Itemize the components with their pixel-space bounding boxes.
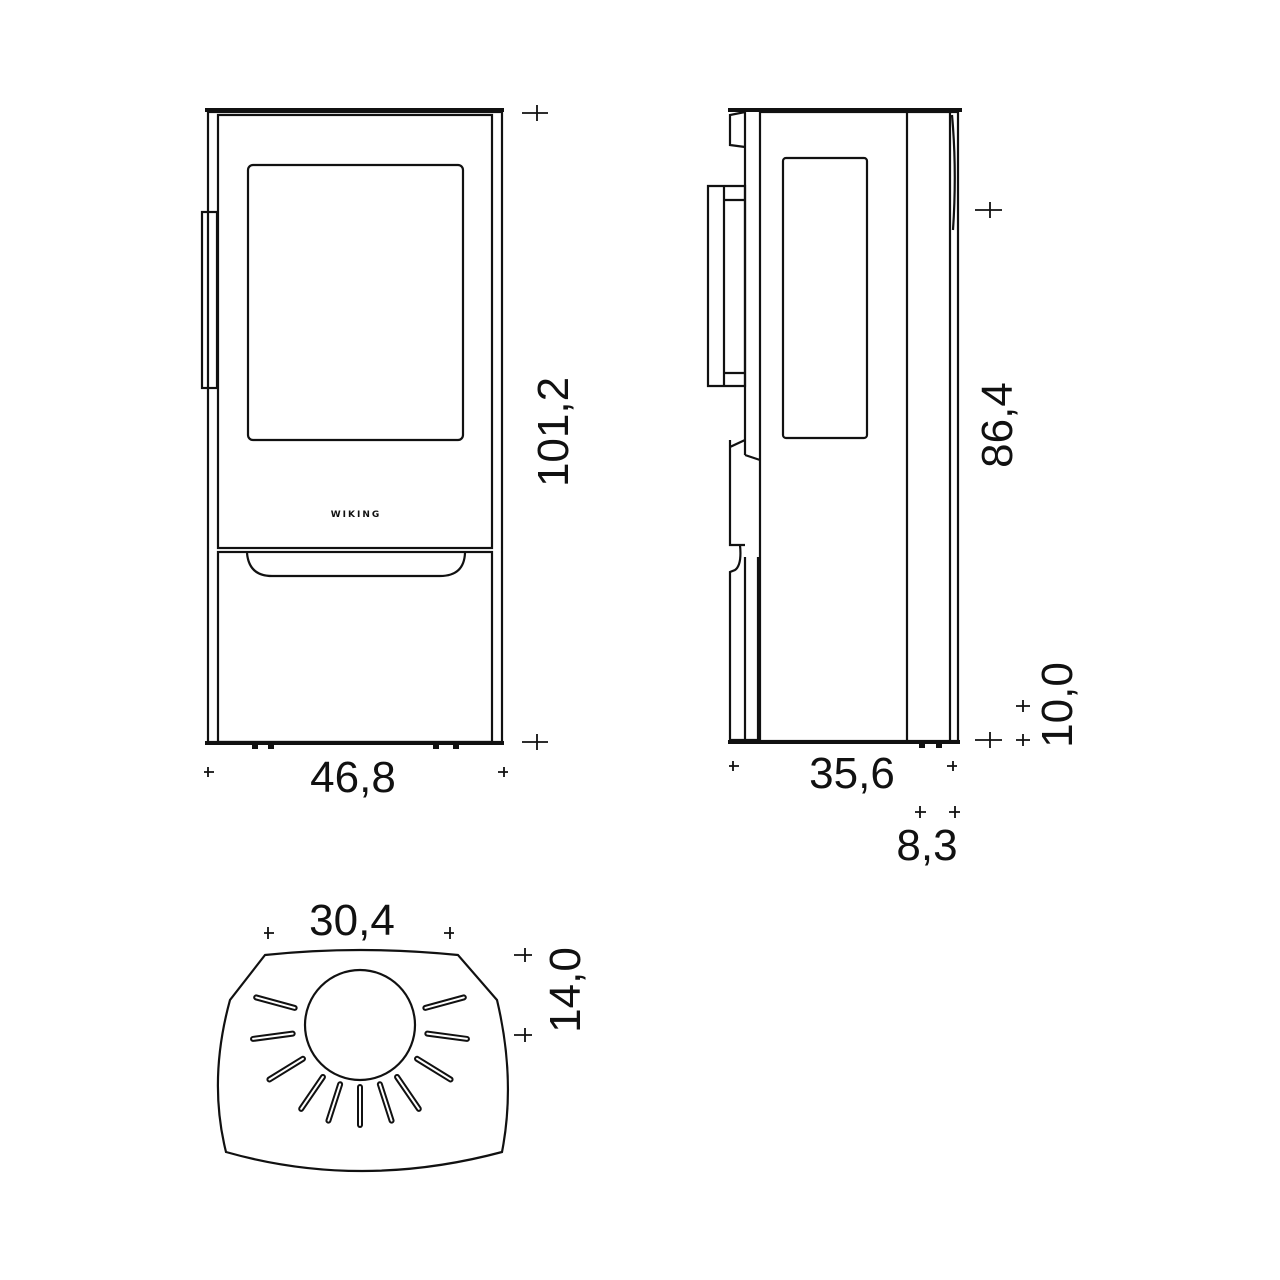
vent-slot-inner	[396, 1075, 420, 1110]
vent-slot-inner	[424, 996, 465, 1009]
vent-slot-inner	[416, 1057, 452, 1081]
feet	[252, 745, 459, 749]
outlet-width-dimension: 30,4	[264, 896, 454, 945]
offset-dimension: 8,3	[896, 806, 960, 870]
base-height-label: 10,0	[1033, 662, 1082, 748]
door-handle	[200, 210, 219, 390]
brand-logo: WIKING	[331, 510, 382, 520]
top-view: 30,4 14,0	[216, 896, 590, 1173]
side-height-label: 86,4	[973, 382, 1022, 468]
drawer-handle	[245, 552, 467, 578]
vent-slots	[250, 994, 470, 1128]
height-label: 101,2	[529, 377, 578, 487]
flue-outlet	[303, 968, 417, 1082]
side-glass	[781, 156, 869, 440]
front-view: WIKING 101,2 46,8	[200, 105, 578, 802]
vent-slot-inner	[268, 1057, 304, 1081]
offset-label: 8,3	[896, 821, 957, 870]
vent-slot-inner	[327, 1083, 342, 1122]
depth-dimension: 35,6	[729, 749, 957, 798]
height-dimension: 101,2	[522, 105, 578, 750]
ash-drawer	[216, 550, 494, 744]
top-plate-outline	[216, 948, 509, 1173]
glass-window	[246, 163, 465, 442]
base-height-dimension: 10,0	[1016, 662, 1082, 748]
width-dimension: 46,8	[204, 753, 508, 802]
depth-label: 35,6	[809, 749, 895, 798]
side-body	[758, 110, 960, 743]
width-label: 46,8	[310, 753, 396, 802]
outlet-width-label: 30,4	[309, 896, 395, 945]
height-dimension: 86,4	[973, 202, 1022, 748]
vent-slot-inner	[300, 1075, 324, 1110]
feet	[919, 744, 942, 748]
vent-slot-inner	[378, 1083, 393, 1122]
side-view: 86,4 10,0 35,6 8,3	[706, 108, 1082, 870]
vent-slot-inner	[252, 1032, 294, 1040]
door-panel	[216, 113, 494, 550]
outlet-offset-label: 14,0	[541, 947, 590, 1033]
vent-slot-inner	[426, 1032, 468, 1040]
stove-body	[206, 110, 504, 744]
vent-slot-inner	[255, 996, 296, 1009]
outlet-offset-dimension: 14,0	[514, 947, 590, 1042]
